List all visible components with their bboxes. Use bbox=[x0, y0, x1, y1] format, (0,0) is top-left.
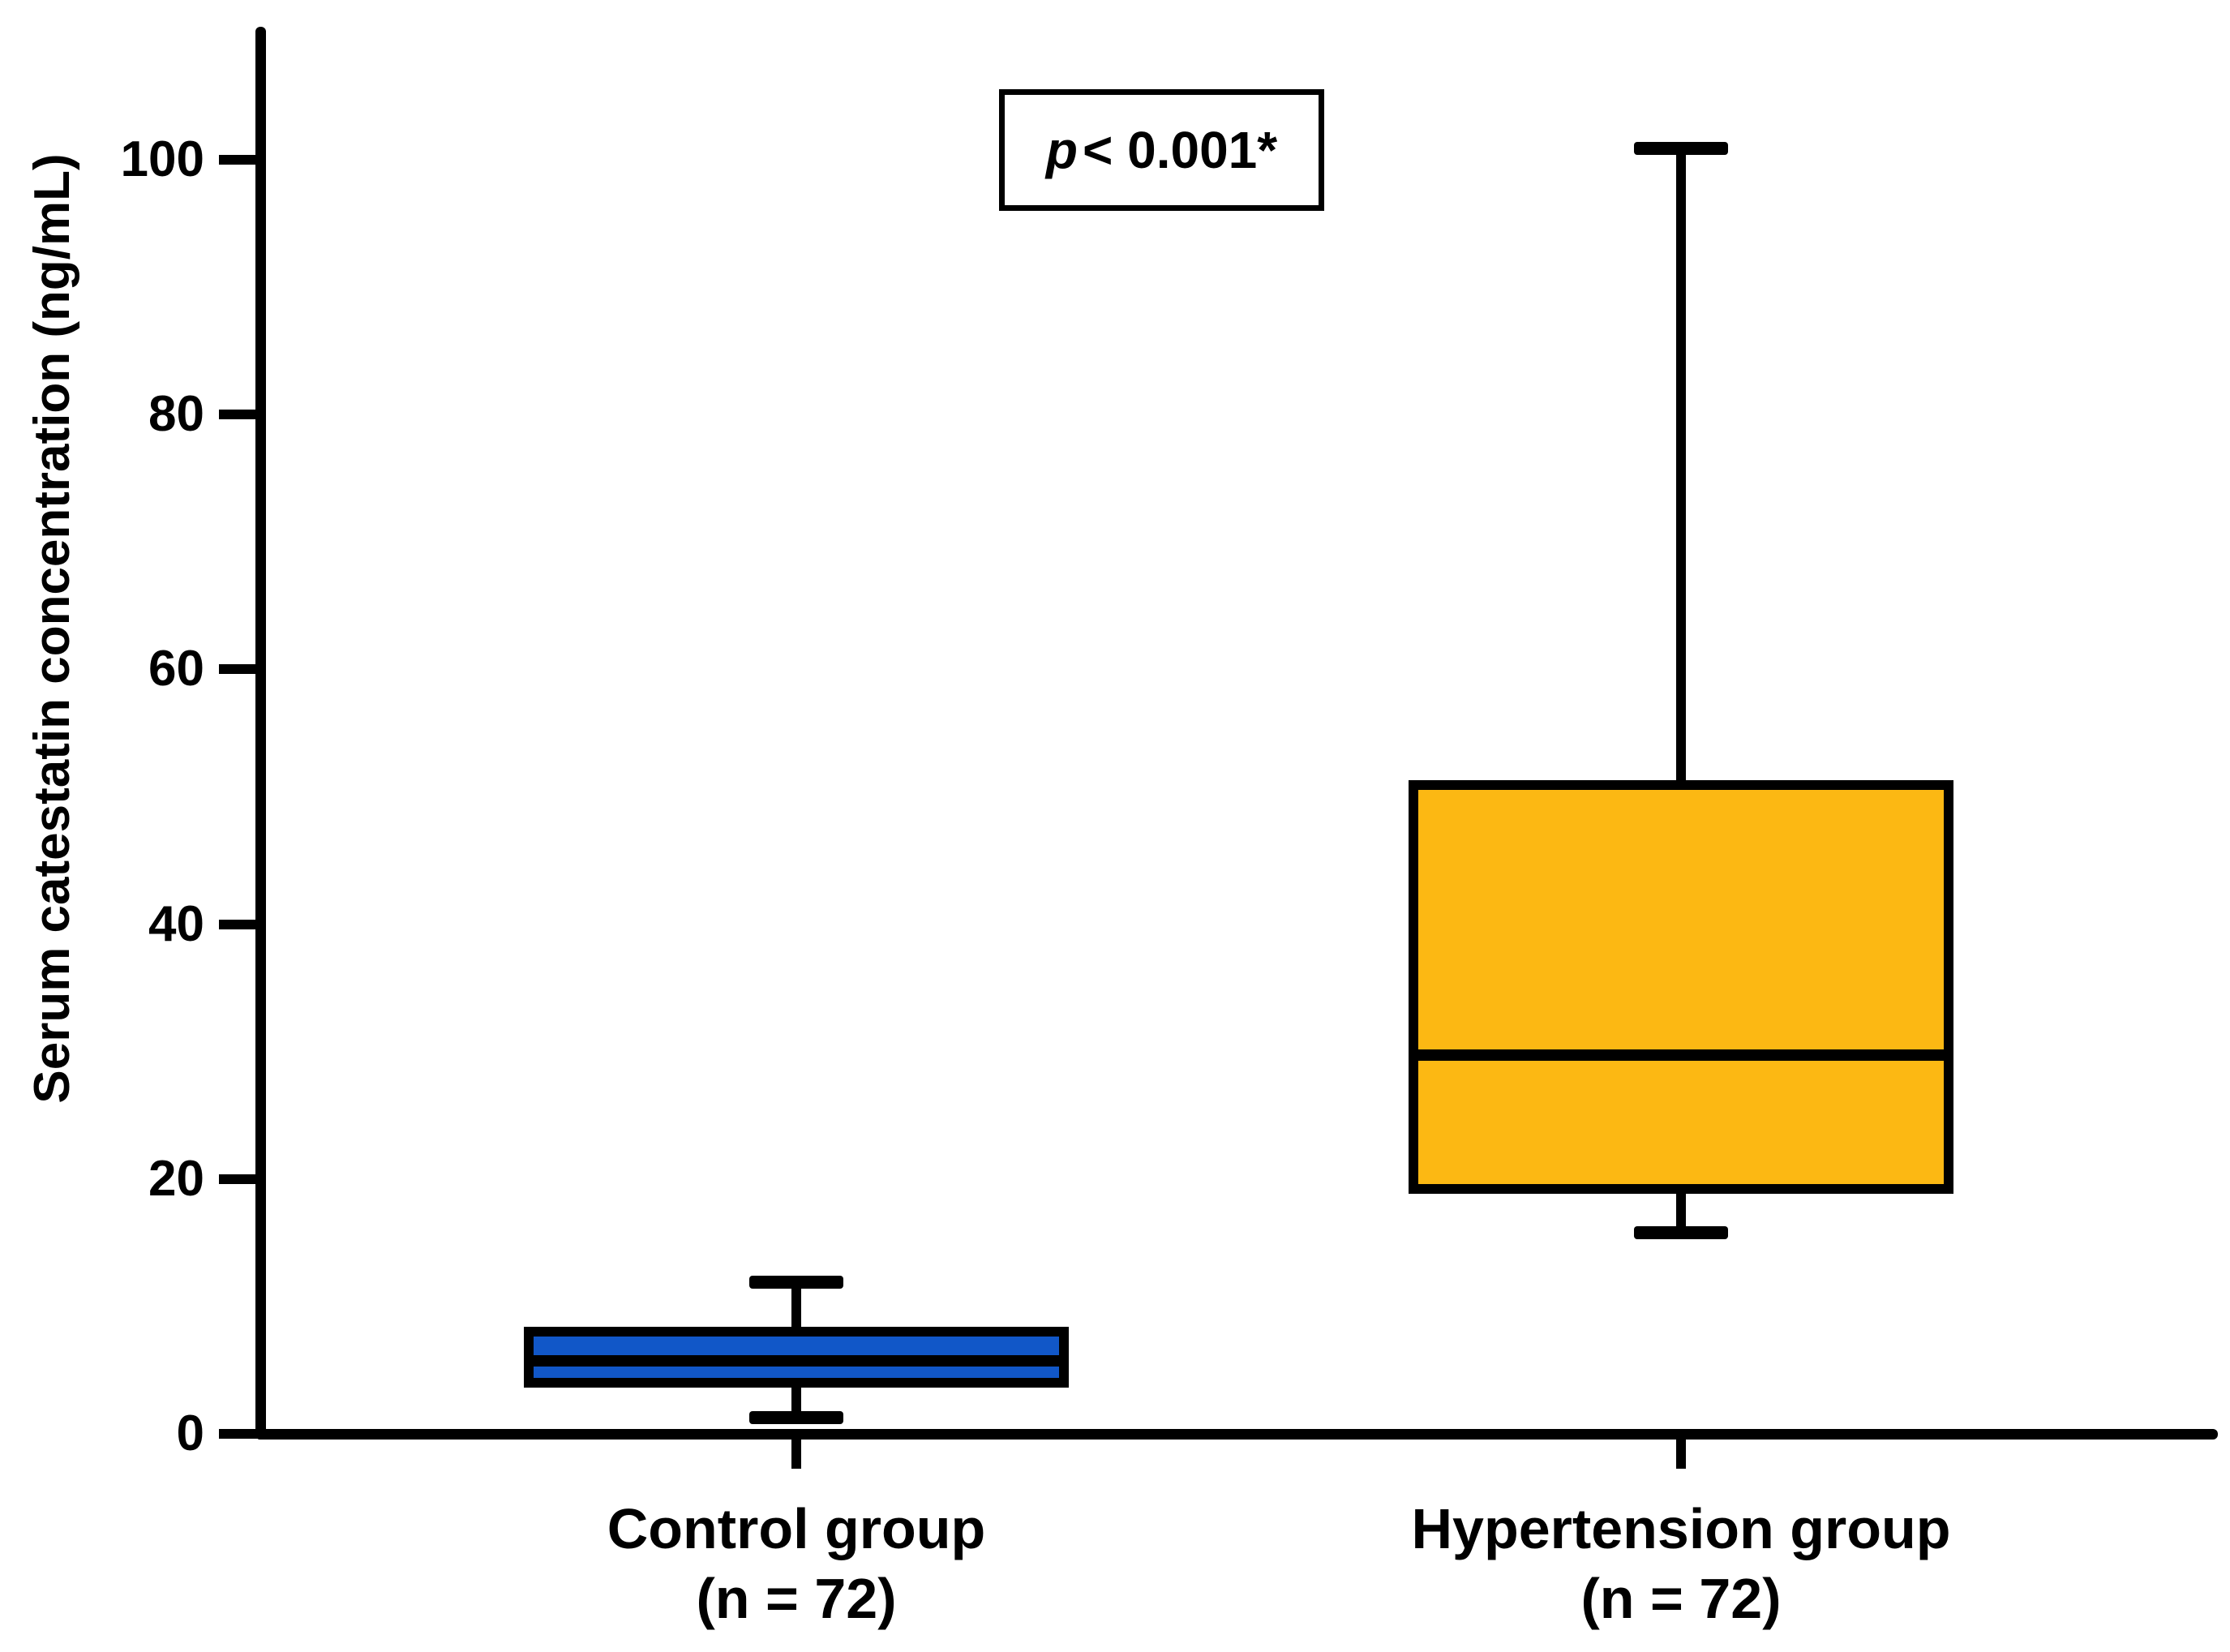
y-tick-mark bbox=[219, 155, 259, 165]
y-tick-label: 0 bbox=[176, 1405, 204, 1461]
upper-whisker-cap bbox=[749, 1276, 843, 1289]
y-axis-line bbox=[255, 27, 266, 1440]
group-name: Hypertension group bbox=[1411, 1497, 1951, 1560]
y-tick-mark bbox=[219, 1174, 259, 1184]
x-category-label: Control group (n = 72) bbox=[431, 1494, 1161, 1633]
x-tick-mark bbox=[1676, 1440, 1686, 1469]
iqr-box bbox=[1409, 780, 1953, 1194]
y-tick-mark bbox=[219, 664, 259, 674]
lower-whisker-line bbox=[791, 1388, 801, 1418]
y-tick-mark bbox=[219, 410, 259, 419]
p-value-annotation-box: p < 0.001* bbox=[999, 89, 1324, 211]
upper-whisker-line bbox=[791, 1282, 801, 1327]
x-tick-mark bbox=[791, 1440, 801, 1469]
x-axis-line bbox=[255, 1429, 2218, 1440]
x-category-label: Hypertension group (n = 72) bbox=[1316, 1494, 2046, 1633]
p-symbol: p bbox=[1045, 121, 1078, 179]
lower-whisker-cap bbox=[1634, 1226, 1728, 1239]
y-tick-label: 60 bbox=[148, 641, 204, 697]
lower-whisker-line bbox=[1676, 1194, 1686, 1233]
p-value-text: < 0.001* bbox=[1082, 121, 1278, 179]
median-line bbox=[1409, 1049, 1953, 1061]
y-tick-mark bbox=[219, 920, 259, 929]
y-tick-label: 80 bbox=[148, 386, 204, 442]
upper-whisker-cap bbox=[1634, 142, 1728, 155]
y-tick-label: 40 bbox=[148, 896, 204, 952]
group-name: Control group bbox=[607, 1497, 986, 1560]
y-tick-mark bbox=[219, 1429, 259, 1439]
upper-whisker-line bbox=[1676, 148, 1686, 780]
group-n: (n = 72) bbox=[1580, 1567, 1782, 1630]
lower-whisker-cap bbox=[749, 1411, 843, 1424]
group-n: (n = 72) bbox=[696, 1567, 897, 1630]
median-line bbox=[524, 1355, 1069, 1367]
y-tick-label: 100 bbox=[120, 131, 204, 187]
y-tick-label: 20 bbox=[148, 1151, 204, 1207]
